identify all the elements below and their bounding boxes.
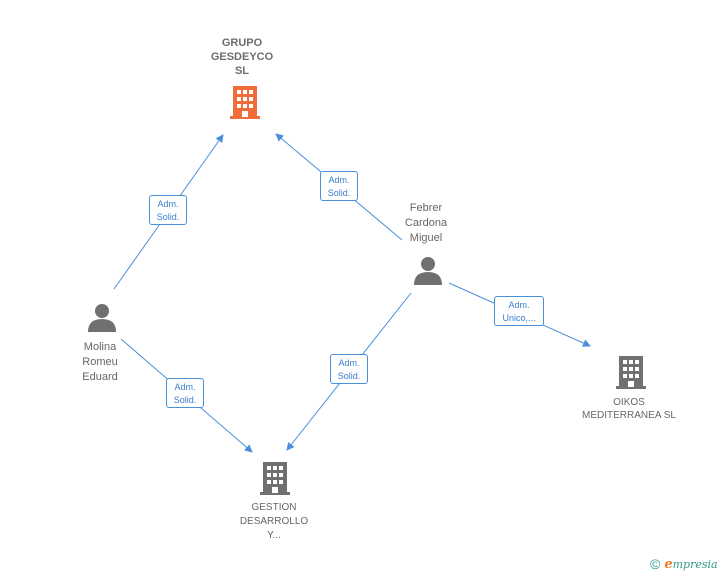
edge-label-molina-grupo: Adm. Solid. <box>149 195 187 225</box>
building-icon[interactable] <box>229 84 261 120</box>
edge-label-febrer-grupo: Adm. Solid. <box>320 171 358 201</box>
building-icon[interactable] <box>259 460 291 496</box>
person-icon[interactable] <box>412 256 444 286</box>
copyright-icon: © <box>650 556 661 572</box>
node-label-febrer-cardona-miguel[interactable]: Febrer Cardona Miguel <box>404 202 448 244</box>
brand-logo: empresia <box>664 556 718 572</box>
building-icon[interactable] <box>615 354 647 390</box>
footer-brand[interactable]: © empresia <box>650 555 718 573</box>
node-label-grupo-gesdeyco[interactable]: GRUPO GESDEYCO SL <box>210 37 274 77</box>
edge-label-febrer-gestion: Adm. Solid. <box>330 354 368 384</box>
edge-label-febrer-oikos: Adm. Unico,... <box>494 296 544 326</box>
edge-label-molina-gestion: Adm. Solid. <box>166 378 204 408</box>
person-icon[interactable] <box>86 303 118 333</box>
node-label-oikos-mediterranea[interactable]: OIKOS MEDITERRANEA SL <box>582 397 676 421</box>
node-label-molina-romeu-eduard[interactable]: Molina Romeu Eduard <box>82 341 118 383</box>
node-label-gestion-desarrollo[interactable]: GESTION DESARROLLO Y... <box>239 502 309 541</box>
